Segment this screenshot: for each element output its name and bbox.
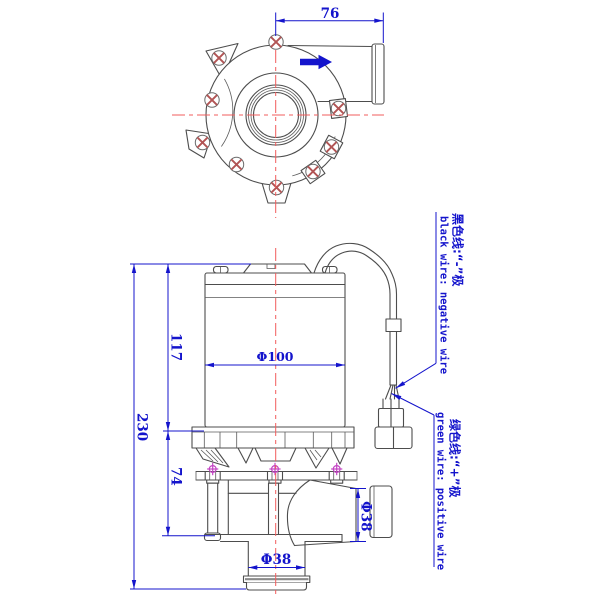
support-leg-left [207,482,219,534]
dimension-phi38-side: Φ38 [350,488,374,542]
side-outlet-flange [369,485,393,539]
pump-volute-front [203,479,393,591]
wire-strands [382,384,400,410]
dim-text-230: 230 [134,413,150,441]
dimension-117: 117 [165,264,184,431]
top-view-centerlines [172,50,384,218]
black-wire-label-zh: 黑色线:“-”极 [451,213,466,288]
motor-body [204,263,346,428]
bracket-fins [195,447,348,469]
dim-text-phi38-side: Φ38 [358,501,374,532]
center-stud [267,482,280,536]
green-wire-label-zh: 绿色线:“+”极 [448,419,463,499]
dimension-phi38-bottom: Φ38 [248,552,305,570]
bottom-outlet-pipe [242,540,311,591]
dim-text-117: 117 [168,333,184,361]
dimension-phi100: Φ100 [205,349,345,368]
dim-text-76: 76 [321,6,340,22]
cable-sleeve [385,318,402,333]
dimension-230: 230 [131,264,150,589]
extension-lines [130,263,251,590]
black-wire-label-en: black wire: negative wire [438,216,450,374]
dimension-74: 74 [165,431,184,536]
power-cable [313,242,413,450]
flange-bolts [204,462,345,484]
volute-rim-arc-left [221,78,234,147]
green-wire-label-en: green wire: positive wire [435,412,447,570]
front-view: Φ100 230 117 74 [130,212,466,597]
black-wire-leader-arrow [395,381,406,389]
black-wire-annotation: 黑色线:“-”极 black wire: negative wire [395,212,466,389]
dim-text-74: 74 [168,467,184,486]
flow-direction-arrow-icon [300,54,332,70]
dim-text-phi38-bottom: Φ38 [261,552,292,568]
dimension-76: 76 [275,6,384,43]
motor-top-hub [242,263,313,274]
dim-text-phi100: Φ100 [257,349,294,364]
bracket-ribs [203,432,346,448]
green-wire-leader-arrow [391,393,402,400]
top-view: 76 [172,6,385,218]
green-wire-annotation: 绿色线:“+”极 green wire: positive wire [391,393,463,570]
cable-connector [374,407,413,450]
